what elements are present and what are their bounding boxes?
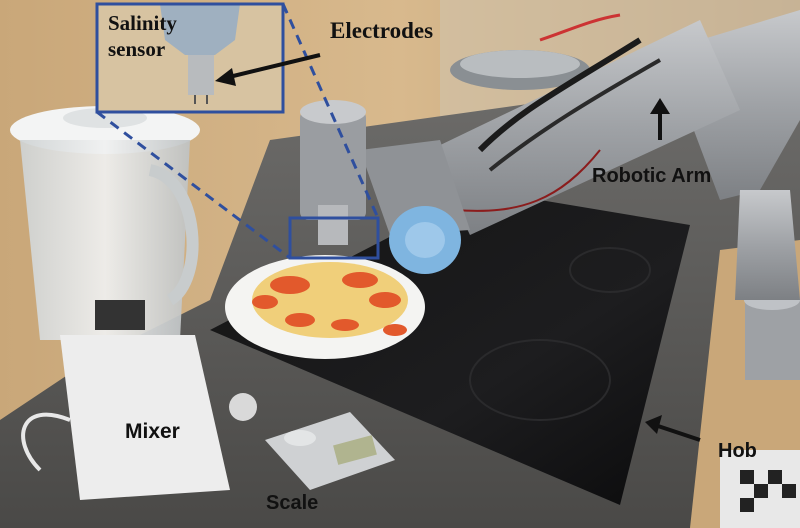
mixer-cord [21, 412, 71, 472]
hob-burner-ring-back [569, 247, 651, 293]
arm-base [745, 300, 800, 380]
zoom-callout-box [95, 2, 285, 114]
salinity-sensor-label: Salinity sensor [108, 11, 177, 61]
hob-burner-ring [469, 339, 611, 421]
sensor-target-box [288, 216, 380, 260]
mixer-base [60, 335, 230, 500]
mixer-jar [20, 140, 190, 340]
scale-label: Scale [266, 492, 319, 514]
mixer-handle [148, 164, 199, 306]
callout-connector-left [96, 110, 291, 260]
mixer-blade [95, 300, 145, 330]
robotic-arm-label: Robotic Arm [592, 165, 712, 187]
electrodes-label: Electrodes [330, 18, 434, 43]
hob-label: Hob [718, 440, 757, 462]
mixer-label: Mixer [125, 420, 180, 443]
robotic-arm-shoulder [690, 10, 800, 200]
mixer-knob [229, 393, 257, 421]
sensor-housing [318, 205, 348, 245]
robotic-arm-lower [735, 190, 800, 300]
tool-flange [300, 110, 366, 220]
zoom-sensor-body [188, 55, 214, 95]
hob-arrow [645, 415, 701, 442]
electrodes-arrow [215, 53, 321, 86]
zoom-sensor-head [160, 4, 240, 55]
robotic-arm-arrow [650, 98, 670, 140]
back-equipment-top [460, 50, 580, 78]
callout-connector-right [281, 3, 380, 219]
robotic-arm-tube [430, 20, 740, 235]
scale-display [333, 435, 377, 465]
